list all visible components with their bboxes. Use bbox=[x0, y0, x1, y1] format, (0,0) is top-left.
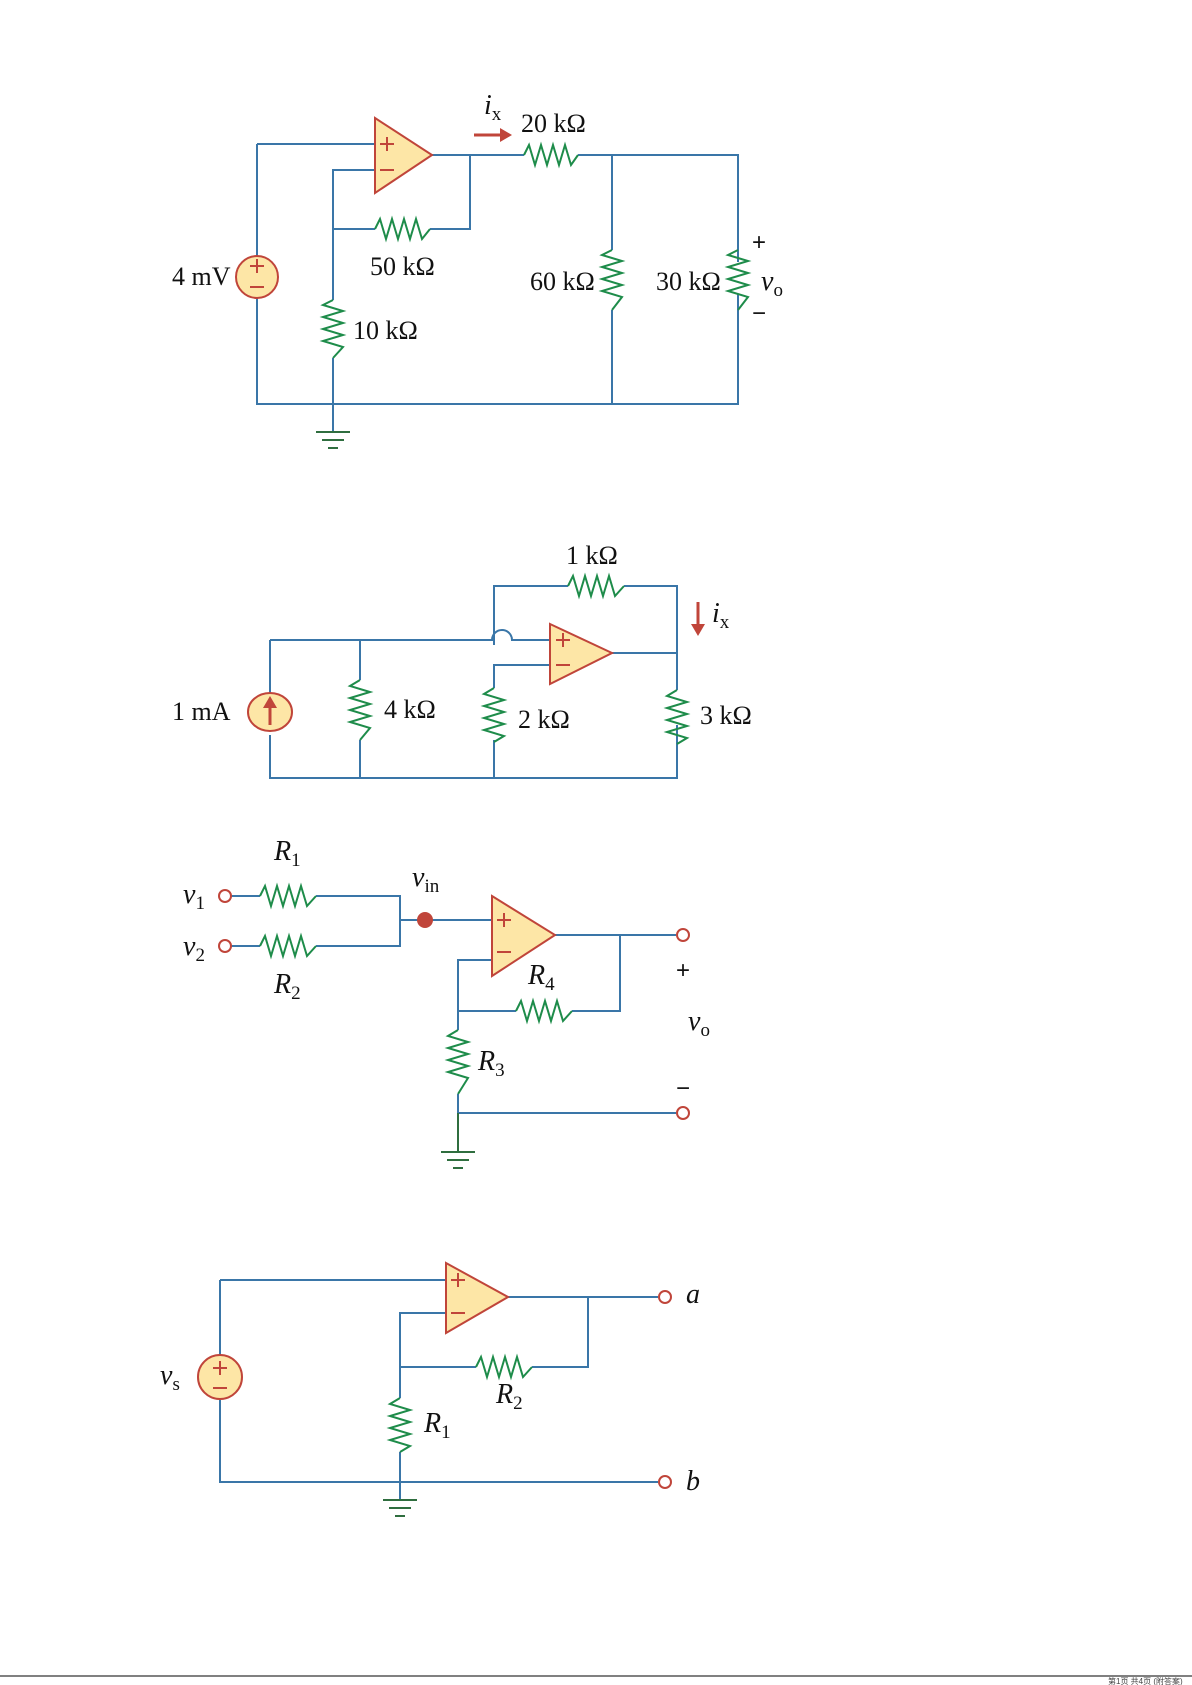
resistor-r2 bbox=[476, 1357, 532, 1377]
resistor-60k-label: 60 kΩ bbox=[530, 267, 595, 296]
r1-label: R1 bbox=[423, 1408, 451, 1443]
op-amp-icon bbox=[375, 118, 432, 193]
source-label: 4 mV bbox=[172, 262, 231, 291]
terminal-output-plus bbox=[677, 929, 689, 941]
ground-icon bbox=[316, 432, 350, 448]
node-vin bbox=[417, 912, 433, 928]
resistor-20k bbox=[524, 145, 578, 165]
terminal-v2 bbox=[219, 940, 231, 952]
terminal-b-label: b bbox=[686, 1466, 700, 1497]
output-plus-sign: + bbox=[676, 957, 690, 984]
resistor-1k-label: 1 kΩ bbox=[566, 541, 618, 570]
resistor-3k-label: 3 kΩ bbox=[700, 701, 752, 730]
resistor-4k-label: 4 kΩ bbox=[384, 695, 436, 724]
terminal-a-label: a bbox=[686, 1279, 700, 1310]
r2-label: R2 bbox=[273, 969, 301, 1004]
source-label: vs bbox=[160, 1360, 180, 1395]
resistor-60k bbox=[602, 250, 622, 310]
footer-text: 第1页 共4页 (附答案) bbox=[1108, 1676, 1183, 1685]
output-plus-sign: + bbox=[752, 229, 766, 256]
r4-label: R4 bbox=[527, 960, 555, 995]
op-amp-icon bbox=[550, 624, 612, 684]
figure-1-circuit: 4 mV 20 kΩ 50 kΩ 10 kΩ 60 kΩ 30 kΩ ix vo… bbox=[172, 90, 783, 448]
resistor-r1 bbox=[260, 886, 316, 906]
resistor-2k bbox=[484, 688, 504, 742]
resistor-r1 bbox=[390, 1398, 410, 1452]
v2-label: v2 bbox=[183, 931, 205, 966]
output-minus-sign: − bbox=[752, 300, 766, 327]
resistor-50k-label: 50 kΩ bbox=[370, 252, 435, 281]
figure-3-circuit: v1 v2 R1 R2 vin R4 R3 vo + − bbox=[183, 836, 710, 1168]
resistor-r3 bbox=[448, 1030, 468, 1094]
vin-label: vin bbox=[412, 862, 440, 897]
op-amp-icon bbox=[446, 1263, 508, 1333]
resistor-20k-label: 20 kΩ bbox=[521, 109, 586, 138]
resistor-10k-label: 10 kΩ bbox=[353, 316, 418, 345]
terminal-v1 bbox=[219, 890, 231, 902]
r2-label: R2 bbox=[495, 1379, 523, 1414]
resistor-3k bbox=[667, 690, 687, 744]
current-label: ix bbox=[712, 598, 730, 633]
terminal-a bbox=[659, 1291, 671, 1303]
r1-label: R1 bbox=[273, 836, 301, 871]
resistor-4k bbox=[350, 680, 370, 740]
source-label: 1 mA bbox=[172, 697, 231, 726]
resistor-2k-label: 2 kΩ bbox=[518, 705, 570, 734]
current-label: ix bbox=[484, 90, 502, 125]
r3-label: R3 bbox=[477, 1046, 505, 1081]
output-voltage-label: vo bbox=[761, 266, 783, 301]
resistor-10k bbox=[323, 300, 343, 358]
resistor-1k bbox=[568, 576, 624, 596]
resistor-r4 bbox=[516, 1001, 572, 1021]
terminal-output-minus bbox=[677, 1107, 689, 1119]
output-voltage-label: vo bbox=[688, 1006, 710, 1041]
figure-2-circuit: 1 mA 1 kΩ 4 kΩ 2 kΩ 3 kΩ ix bbox=[172, 541, 752, 778]
ground-icon bbox=[383, 1500, 417, 1516]
output-minus-sign: − bbox=[676, 1075, 690, 1102]
figure-4-circuit: vs R2 R1 a b bbox=[160, 1263, 700, 1516]
op-amp-icon bbox=[492, 896, 555, 976]
ground-icon bbox=[441, 1113, 475, 1168]
resistor-r2 bbox=[260, 936, 316, 956]
v1-label: v1 bbox=[183, 879, 205, 914]
terminal-b bbox=[659, 1476, 671, 1488]
resistor-30k-label: 30 kΩ bbox=[656, 267, 721, 296]
resistor-50k bbox=[375, 219, 430, 239]
